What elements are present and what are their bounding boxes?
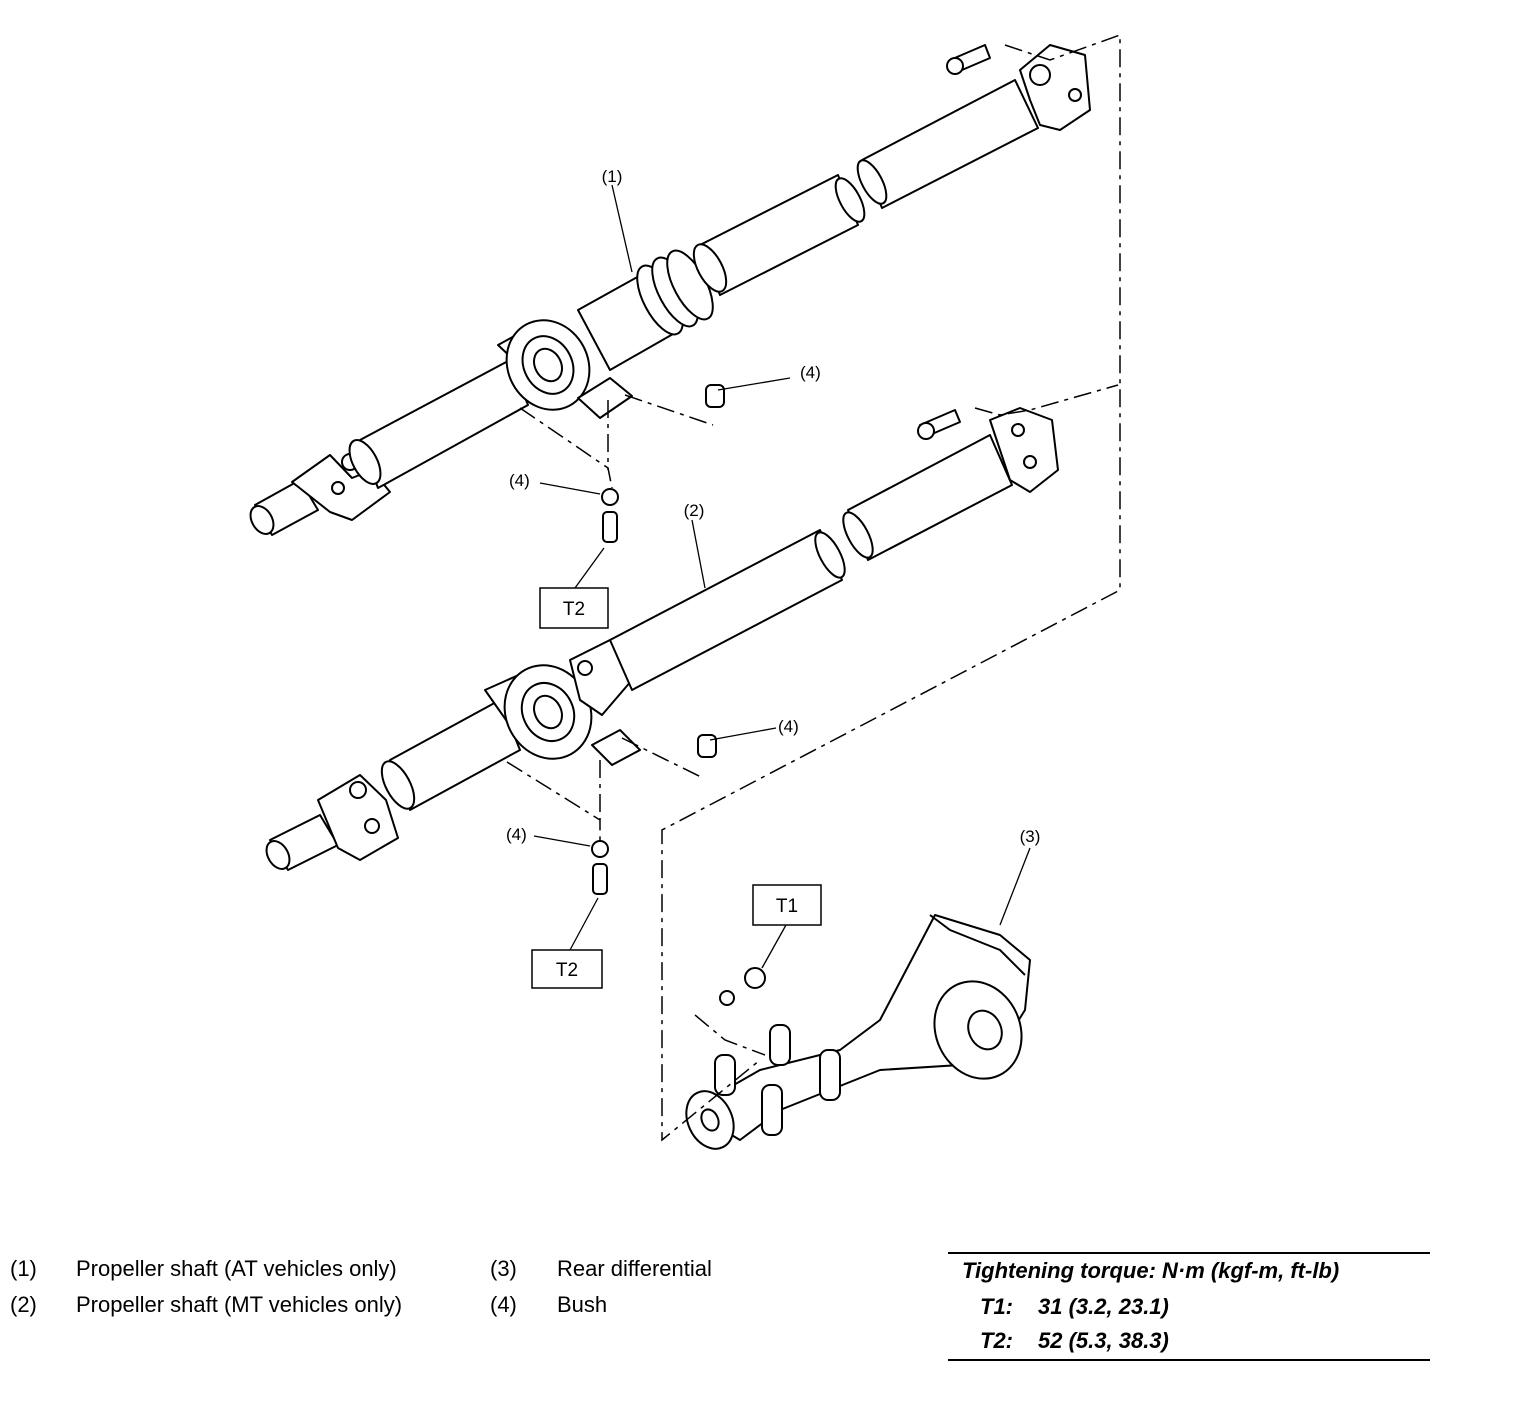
callout-4-b: (4) — [509, 471, 530, 490]
leader-lines — [533, 184, 1031, 969]
callout-4-c: (4) — [778, 717, 799, 736]
callout-3: (3) — [1020, 827, 1041, 846]
t2-box-upper — [539, 587, 609, 629]
torque-value-t1: 31 (3.2, 23.1) — [1038, 1294, 1169, 1319]
assembly-lines — [506, 33, 1121, 1142]
t2-label-lower: T2 — [556, 960, 578, 981]
torque-key-t2: T2: — [980, 1328, 1013, 1353]
t2-box-lower — [531, 949, 603, 989]
legend-num-1: (1) — [10, 1256, 37, 1281]
torque-value-t2: 52 (5.3, 38.3) — [1038, 1328, 1169, 1353]
torque-table: Tightening torque: N·m (kgf-m, ft-lb) T1… — [948, 1252, 1430, 1362]
legend-text-2: Propeller shaft (MT vehicles only) — [76, 1292, 403, 1317]
propeller-shaft-mt — [265, 407, 1059, 871]
callout-1: (1) — [602, 167, 623, 186]
torque-rule-top — [948, 1252, 1430, 1254]
rear-differential — [685, 914, 1031, 1150]
callout-4-a: (4) — [800, 363, 821, 382]
legend-text-1: Propeller shaft (AT vehicles only) — [76, 1256, 397, 1281]
legend-num-3: (3) — [490, 1256, 517, 1281]
torque-title: Tightening torque: N·m (kgf-m, ft-lb) — [962, 1258, 1340, 1283]
callout-4-d: (4) — [506, 825, 527, 844]
propeller-shaft-at — [249, 44, 1091, 536]
legend-num-4: (4) — [490, 1292, 517, 1317]
legend-num-2: (2) — [10, 1292, 37, 1317]
t2-label-upper: T2 — [563, 599, 585, 620]
legend-text-4: Bush — [557, 1292, 608, 1317]
callout-2: (2) — [684, 501, 705, 520]
t1-label: T1 — [776, 896, 798, 917]
t1-box — [752, 884, 822, 926]
legend-text-3: Rear differential — [557, 1256, 712, 1281]
torque-rule-bottom — [948, 1359, 1430, 1361]
torque-key-t1: T1: — [980, 1294, 1013, 1319]
bush-parts — [591, 384, 725, 895]
parts-legend: (1) Propeller shaft (AT vehicles only) (… — [0, 1256, 900, 1336]
